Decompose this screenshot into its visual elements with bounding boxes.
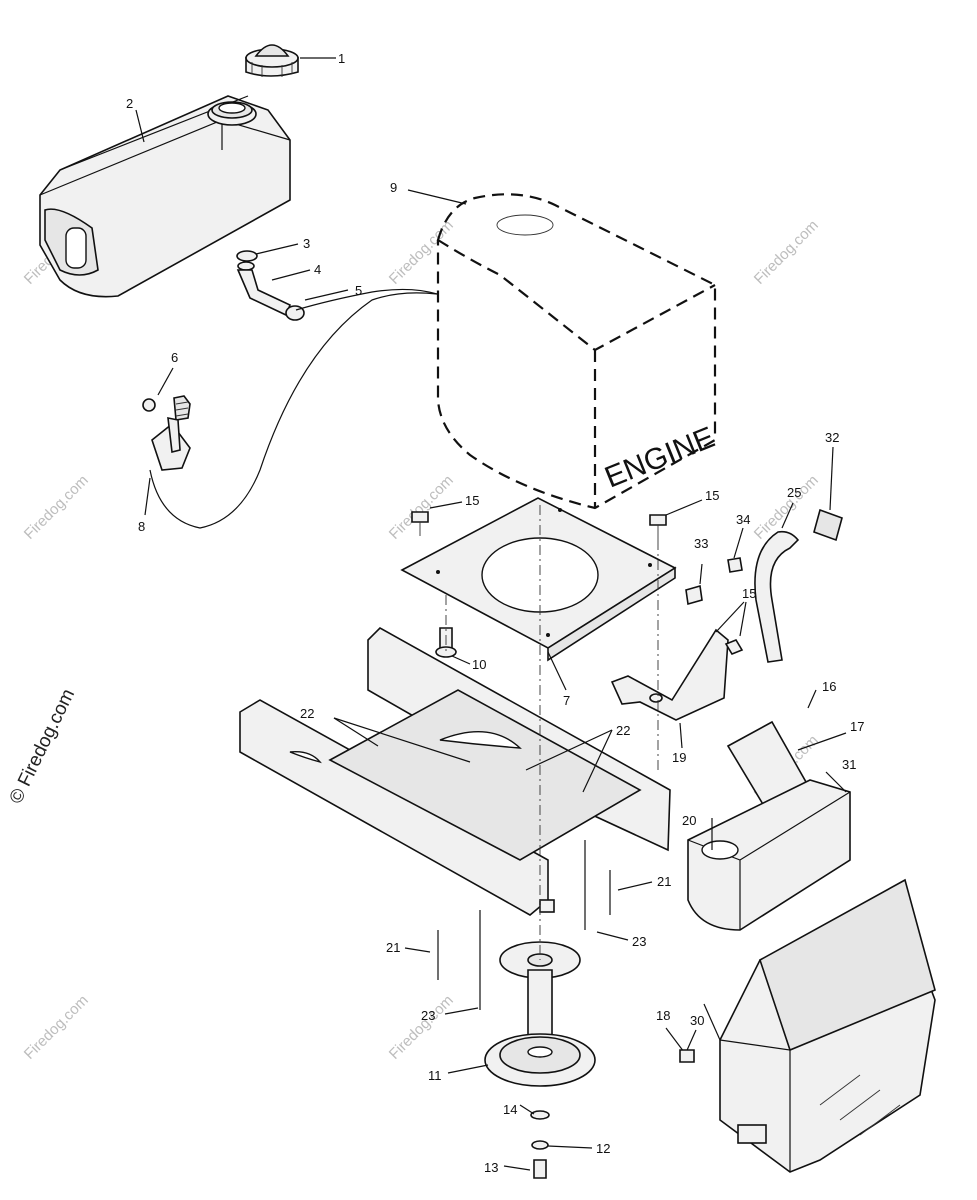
callout-6: 6 xyxy=(171,350,178,365)
callout-18-group: 18 xyxy=(656,1008,695,1063)
watermark-2: Firedog.com xyxy=(386,217,457,288)
exhaust-pipe xyxy=(685,508,843,663)
callout-2: 2 xyxy=(126,96,133,111)
muffler-guard xyxy=(719,878,936,1173)
engine-label: ENGINE xyxy=(600,421,719,495)
callout-8: 8 xyxy=(138,519,145,534)
callout-3: 3 xyxy=(303,236,310,251)
callout-20: 20 xyxy=(682,813,696,828)
callout-22-right: 22 xyxy=(616,723,630,738)
muffler xyxy=(687,779,851,931)
callout-31: 31 xyxy=(842,757,856,772)
muffler-bracket xyxy=(610,628,808,863)
callout-1: 1 xyxy=(338,51,345,66)
callout-13: 13 xyxy=(484,1160,498,1175)
callout-5: 5 xyxy=(355,283,362,298)
throttle-control xyxy=(142,292,438,529)
callout-16: 16 xyxy=(822,679,836,694)
mount-bolts xyxy=(411,511,667,658)
pulley-assembly xyxy=(484,941,596,1179)
studs xyxy=(437,840,611,1010)
watermark-10: Firedog.com xyxy=(386,992,457,1063)
watermark-9: Firedog.com xyxy=(21,992,92,1063)
center-lines xyxy=(445,505,659,960)
callout-15-right: 15 xyxy=(705,488,719,503)
callout-9: 9 xyxy=(390,180,397,195)
callout-4: 4 xyxy=(314,262,321,277)
callout-17: 17 xyxy=(850,719,864,734)
fuel-cap xyxy=(245,44,299,77)
watermarks: Firedog.com Firedog.com Firedog.com Fire… xyxy=(6,217,822,1063)
callout-30: 30 xyxy=(690,1013,704,1028)
callouts: 1 2 3 4 5 6 8 9 15 15 25 32 33 34 15 10 … xyxy=(126,51,864,1175)
callout-18-label: 18 xyxy=(656,1008,670,1023)
callout-32: 32 xyxy=(825,430,839,445)
callout-21-left: 21 xyxy=(386,940,400,955)
callout-14: 14 xyxy=(503,1102,517,1117)
callout-10: 10 xyxy=(472,657,486,672)
callout-22-left: 22 xyxy=(300,706,314,721)
callout-15-bracket: 15 xyxy=(742,586,756,601)
callout-33: 33 xyxy=(694,536,708,551)
watermark-side: © Firedog.com xyxy=(6,686,80,807)
engine: ENGINE xyxy=(436,193,719,510)
watermark-3: Firedog.com xyxy=(751,217,822,288)
fuel-tank xyxy=(39,95,291,298)
callout-11: 11 xyxy=(428,1068,442,1083)
leader-lines xyxy=(135,57,847,1171)
callout-23-left: 23 xyxy=(421,1008,435,1023)
engine-mount-plate xyxy=(400,497,677,662)
callout-12: 12 xyxy=(596,1141,610,1156)
callout-7: 7 xyxy=(563,693,570,708)
fuel-line-assembly xyxy=(236,250,438,321)
callout-15-left: 15 xyxy=(465,493,479,508)
watermark-4: Firedog.com xyxy=(21,472,92,543)
callout-21-right: 21 xyxy=(657,874,671,889)
callout-34: 34 xyxy=(736,512,750,527)
watermark-5: Firedog.com xyxy=(386,472,457,543)
chassis-frame xyxy=(239,627,671,916)
callout-23-right: 23 xyxy=(632,934,646,949)
callout-25: 25 xyxy=(787,485,801,500)
callout-19: 19 xyxy=(672,750,686,765)
